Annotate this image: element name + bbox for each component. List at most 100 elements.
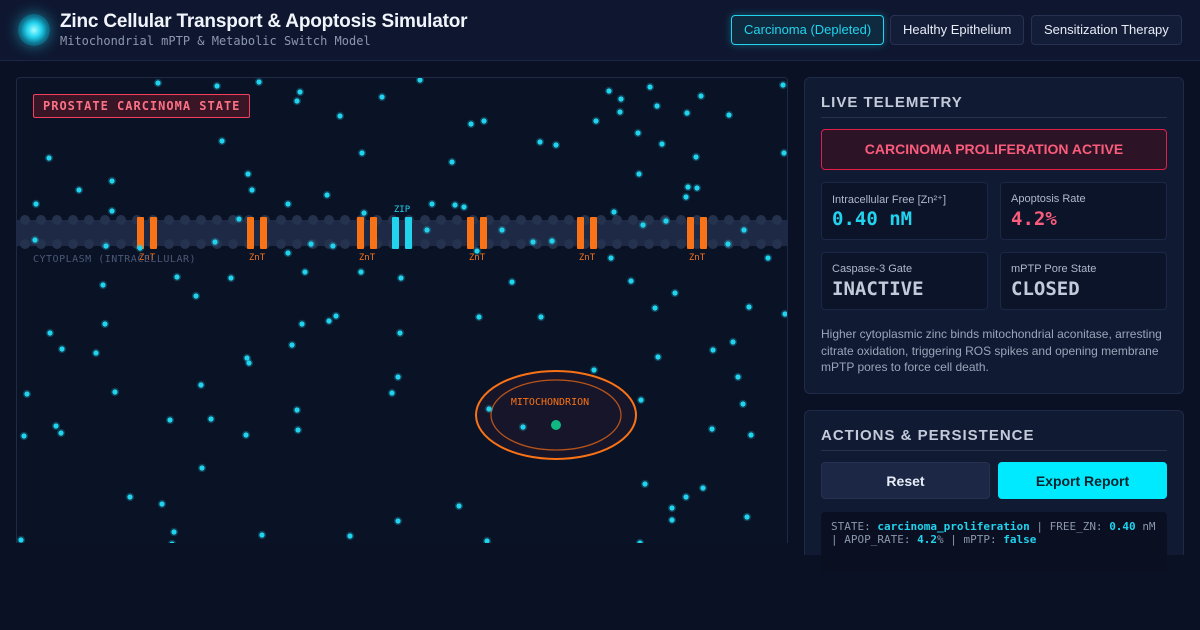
- lipid-head: [740, 239, 750, 249]
- zinc-ion: [337, 113, 343, 119]
- lipid-head: [340, 215, 350, 225]
- zinc-ion: [299, 321, 305, 327]
- zinc-ion: [618, 96, 624, 102]
- actions-panel: ACTIONS & PERSISTENCE Reset Export Repor…: [804, 410, 1184, 572]
- znt-exporter-channel[interactable]: ZnT: [687, 217, 707, 263]
- channel-subunit: [687, 217, 694, 249]
- zinc-ion: [395, 518, 401, 524]
- lipid-head: [628, 239, 638, 249]
- channel-subunit: [480, 217, 487, 249]
- mitochondrion-outer-membrane: [475, 370, 637, 460]
- zinc-ion: [740, 401, 746, 407]
- zinc-ion: [193, 293, 199, 299]
- lipid-head: [644, 215, 654, 225]
- zinc-ion: [700, 485, 706, 491]
- zinc-ion: [424, 227, 430, 233]
- lipid-head: [692, 239, 702, 249]
- channel-subunit: [700, 217, 707, 249]
- console-unit: nM: [1142, 520, 1156, 533]
- reset-button[interactable]: Reset: [821, 462, 990, 499]
- lipid-head: [756, 215, 766, 225]
- mitochondrial-matrix-marker: [551, 420, 561, 430]
- lipid-head: [740, 215, 750, 225]
- zinc-ion: [611, 209, 617, 215]
- channel-subunit: [137, 217, 144, 249]
- divider: [821, 450, 1167, 451]
- zinc-ion: [617, 109, 623, 115]
- zinc-ion: [18, 537, 24, 543]
- zinc-ion: [652, 305, 658, 311]
- zinc-ion: [741, 227, 747, 233]
- zinc-ion: [698, 93, 704, 99]
- mitochondrion-inner-membrane: [490, 379, 622, 451]
- zinc-ion: [21, 433, 27, 439]
- channel-label: ZnT: [689, 253, 706, 263]
- zinc-ion: [781, 150, 787, 156]
- zinc-ion: [212, 239, 218, 245]
- mitochondrion[interactable]: MITOCHONDRION: [475, 370, 637, 460]
- zinc-ion: [638, 397, 644, 403]
- zinc-ion: [32, 237, 38, 243]
- zinc-ion: [398, 275, 404, 281]
- zinc-ion: [746, 304, 752, 310]
- znt-exporter-channel[interactable]: ZnT: [467, 217, 487, 263]
- lipid-head: [612, 239, 622, 249]
- mode-healthy-button[interactable]: Healthy Epithelium: [890, 15, 1025, 45]
- status-alert-banner: CARCINOMA PROLIFERATION ACTIVE: [821, 129, 1167, 170]
- export-report-button[interactable]: Export Report: [998, 462, 1167, 499]
- mitochondrion-label: MITOCHONDRION: [511, 397, 589, 408]
- zinc-ion: [593, 118, 599, 124]
- lipid-head: [228, 239, 238, 249]
- zinc-ion: [109, 178, 115, 184]
- lipid-head: [180, 215, 190, 225]
- lipid-head: [724, 215, 734, 225]
- channel-label: ZnT: [359, 253, 376, 263]
- zinc-ion: [452, 202, 458, 208]
- metric-apoptosis-rate: Apoptosis Rate 4.2%: [1000, 182, 1167, 240]
- metric-label: Intracellular Free [Zn²⁺]: [832, 194, 947, 206]
- lipid-head: [212, 215, 222, 225]
- zinc-ion: [33, 201, 39, 207]
- metric-value: 4.2%: [1011, 208, 1057, 230]
- zip-importer-channel[interactable]: ZIP: [392, 205, 412, 249]
- zinc-ion: [127, 494, 133, 500]
- zinc-ion: [725, 241, 731, 247]
- console-unit: %: [936, 533, 944, 546]
- metric-label: Apoptosis Rate: [1011, 193, 1086, 205]
- zinc-ion: [417, 78, 423, 83]
- zinc-ion: [709, 426, 715, 432]
- zinc-ion: [486, 406, 492, 412]
- znt-exporter-channel[interactable]: ZnT: [357, 217, 377, 263]
- zinc-ion: [395, 374, 401, 380]
- zinc-ion: [379, 94, 385, 100]
- lipid-head: [20, 239, 30, 249]
- znt-exporter-channel[interactable]: ZnT: [247, 217, 267, 263]
- lipid-head: [52, 215, 62, 225]
- lipid-head: [452, 239, 462, 249]
- metric-label: mPTP Pore State: [1011, 263, 1097, 275]
- channel-label: ZIP: [394, 205, 411, 215]
- znt-exporter-channel[interactable]: ZnT: [577, 217, 597, 263]
- lipid-head: [628, 215, 638, 225]
- membrane-band: [17, 220, 787, 246]
- lipid-head: [420, 239, 430, 249]
- console-value: false: [1003, 533, 1037, 546]
- telemetry-title: LIVE TELEMETRY: [821, 94, 963, 111]
- lipid-head: [420, 215, 430, 225]
- metric-free-zinc: Intracellular Free [Zn²⁺] 0.40 nM: [821, 182, 988, 240]
- zinc-ion: [47, 330, 53, 336]
- zinc-ion: [219, 138, 225, 144]
- mode-carcinoma-button[interactable]: Carcinoma (Depleted): [731, 15, 885, 45]
- zinc-ion: [249, 187, 255, 193]
- znt-exporter-channel[interactable]: ZnT: [137, 217, 157, 263]
- mode-sensitization-button[interactable]: Sensitization Therapy: [1031, 15, 1182, 45]
- zinc-ion: [780, 82, 786, 88]
- lipid-head: [340, 239, 350, 249]
- zinc-ion: [735, 374, 741, 380]
- zinc-ion: [782, 311, 787, 317]
- lipid-head: [532, 215, 542, 225]
- metric-caspase-gate: Caspase-3 Gate INACTIVE: [821, 252, 988, 310]
- lipid-head: [564, 215, 574, 225]
- zinc-logo-icon: [18, 14, 50, 46]
